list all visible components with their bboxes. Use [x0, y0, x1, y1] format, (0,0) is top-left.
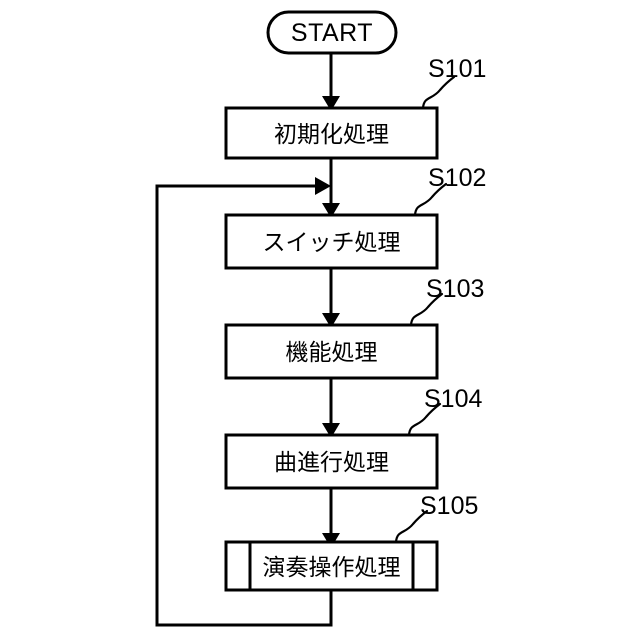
s102-leader-squiggle — [413, 182, 448, 217]
s103-process-shape — [224, 323, 439, 380]
s104-label: 曲進行処理 — [274, 449, 389, 475]
edge-s103-to-s104 — [322, 378, 340, 438]
arrow-head-icon — [322, 96, 340, 111]
s101-leader-squiggle — [421, 75, 456, 110]
s105-predefined-process-shape — [224, 540, 439, 592]
step-code-s102: S102 — [413, 164, 486, 217]
node-s105[interactable]: 演奏操作処理 — [224, 540, 439, 592]
node-s104[interactable]: 曲進行処理 — [224, 433, 439, 490]
arrow-head-icon — [322, 423, 340, 438]
s104-leader-squiggle — [407, 402, 442, 437]
s105-label: 演奏操作処理 — [263, 554, 401, 580]
edge-start-to-s101 — [322, 52, 340, 111]
step-code-s104: S104 — [407, 385, 482, 437]
s102-step-code: S102 — [428, 164, 486, 192]
step-code-s103: S103 — [409, 275, 484, 327]
node-s101[interactable]: 初期化処理 — [224, 106, 439, 160]
s102-label: スイッチ処理 — [263, 229, 401, 255]
start-terminator-shape — [266, 10, 398, 55]
s104-process-shape — [224, 433, 439, 490]
node-start[interactable]: START — [266, 10, 398, 55]
edge-s104-to-s105 — [322, 488, 340, 548]
arrow-head-icon — [322, 203, 340, 218]
arrow-head-icon — [315, 177, 331, 195]
step-code-s101: S101 — [421, 55, 486, 110]
arrow-head-icon — [322, 313, 340, 328]
s101-process-shape — [224, 106, 439, 160]
s105-step-code: S105 — [420, 492, 478, 520]
node-s102[interactable]: スイッチ処理 — [224, 213, 439, 270]
s103-label: 機能処理 — [286, 339, 378, 365]
s101-label: 初期化処理 — [274, 121, 389, 147]
step-code-s105: S105 — [394, 492, 478, 544]
s103-leader-squiggle — [409, 292, 444, 327]
edge-s101-to-s102 — [322, 158, 340, 218]
edge-s102-to-s103 — [322, 268, 340, 328]
s101-step-code: S101 — [428, 55, 486, 83]
node-s103[interactable]: 機能処理 — [224, 323, 439, 380]
s104-step-code: S104 — [424, 385, 482, 413]
s105-leader-squiggle — [394, 509, 429, 544]
s102-process-shape — [224, 213, 439, 270]
start-label: START — [291, 19, 373, 47]
s103-step-code: S103 — [426, 275, 484, 303]
edge-s105-loop-back-to-s102 — [155, 177, 333, 627]
